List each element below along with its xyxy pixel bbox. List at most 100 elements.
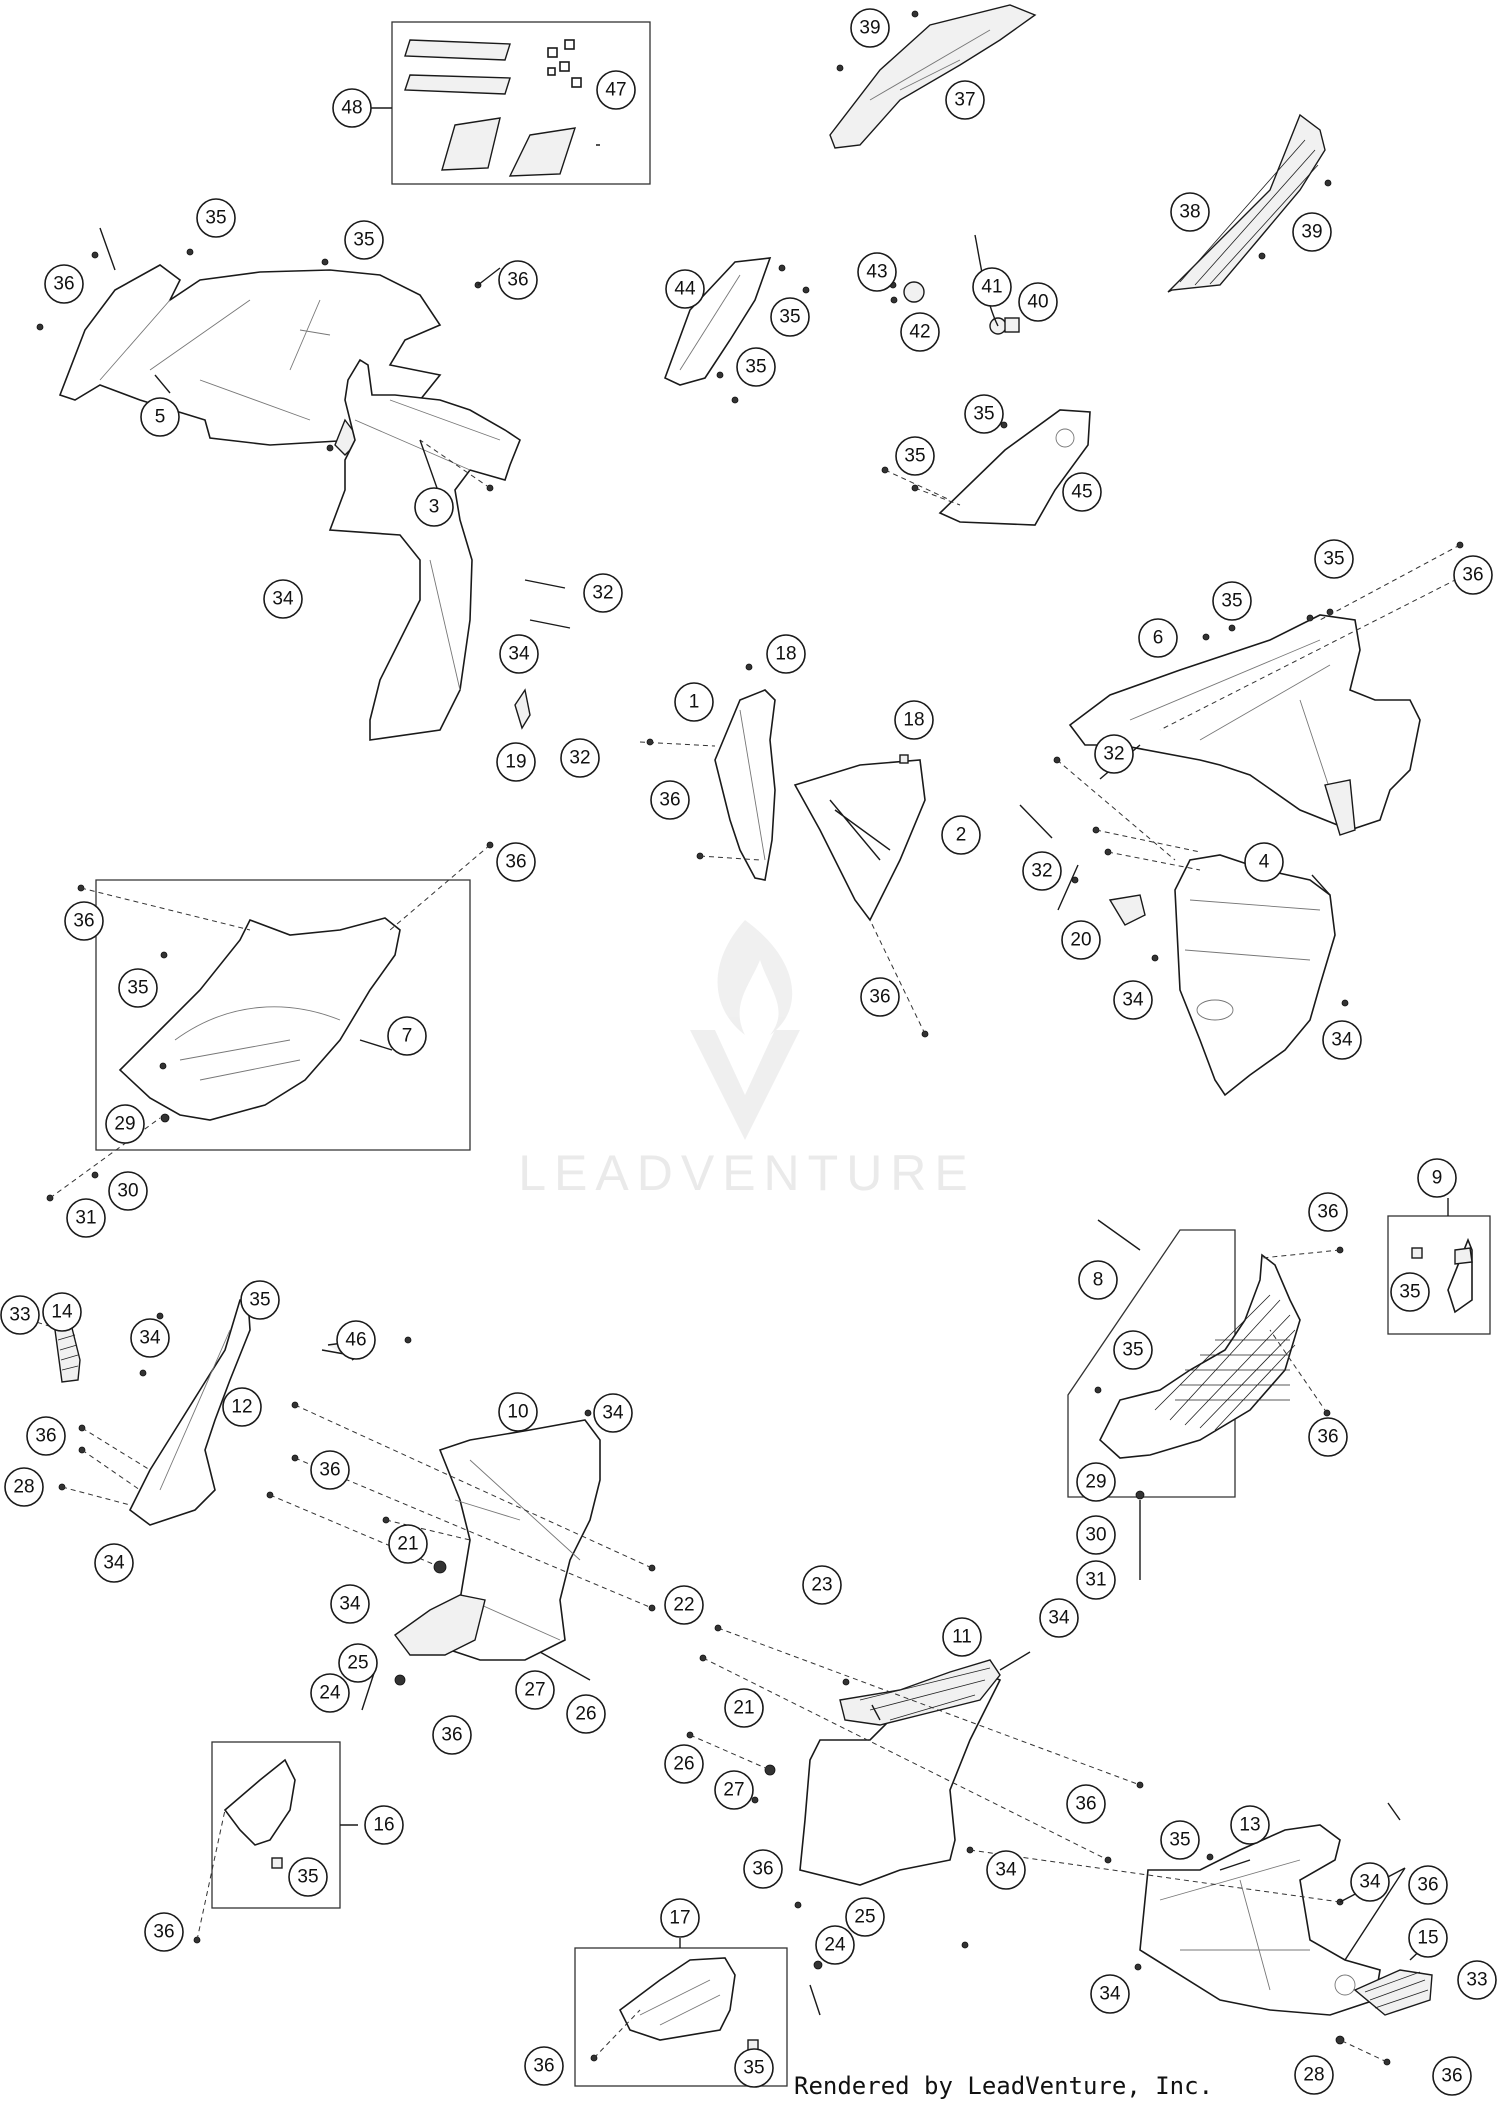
callout-46[interactable]: 46 xyxy=(336,1320,376,1360)
callout-39[interactable]: 39 xyxy=(850,8,890,48)
callout-34[interactable]: 34 xyxy=(986,1850,1026,1890)
callout-35[interactable]: 35 xyxy=(196,198,236,238)
callout-36[interactable]: 36 xyxy=(743,1849,783,1889)
callout-36[interactable]: 36 xyxy=(64,901,104,941)
callout-35[interactable]: 35 xyxy=(736,347,776,387)
callout-36[interactable]: 36 xyxy=(1308,1417,1348,1457)
callout-27[interactable]: 27 xyxy=(714,1770,754,1810)
callout-18[interactable]: 18 xyxy=(894,700,934,740)
callout-34[interactable]: 34 xyxy=(499,634,539,674)
callout-35[interactable]: 35 xyxy=(1314,539,1354,579)
callout-34[interactable]: 34 xyxy=(130,1318,170,1358)
callout-14[interactable]: 14 xyxy=(42,1292,82,1332)
callout-35[interactable]: 35 xyxy=(770,297,810,337)
callout-17[interactable]: 17 xyxy=(660,1898,700,1938)
callout-2[interactable]: 2 xyxy=(941,815,981,855)
callout-45[interactable]: 45 xyxy=(1062,472,1102,512)
callout-12[interactable]: 12 xyxy=(222,1387,262,1427)
callout-35[interactable]: 35 xyxy=(288,1857,328,1897)
callout-25[interactable]: 25 xyxy=(845,1897,885,1937)
callout-28[interactable]: 28 xyxy=(4,1467,44,1507)
callout-28[interactable]: 28 xyxy=(1294,2055,1334,2095)
callout-36[interactable]: 36 xyxy=(44,264,84,304)
callout-21[interactable]: 21 xyxy=(388,1524,428,1564)
callout-8[interactable]: 8 xyxy=(1078,1260,1118,1300)
callout-33[interactable]: 33 xyxy=(0,1295,40,1335)
callout-34[interactable]: 34 xyxy=(1113,980,1153,1020)
callout-18[interactable]: 18 xyxy=(766,634,806,674)
callout-31[interactable]: 31 xyxy=(1076,1560,1116,1600)
callout-41[interactable]: 41 xyxy=(972,267,1012,307)
callout-10[interactable]: 10 xyxy=(498,1392,538,1432)
callout-40[interactable]: 40 xyxy=(1018,282,1058,322)
callout-9[interactable]: 9 xyxy=(1417,1158,1457,1198)
callout-34[interactable]: 34 xyxy=(1350,1862,1390,1902)
callout-24[interactable]: 24 xyxy=(815,1925,855,1965)
callout-7[interactable]: 7 xyxy=(387,1016,427,1056)
callout-36[interactable]: 36 xyxy=(144,1912,184,1952)
callout-34[interactable]: 34 xyxy=(593,1393,633,1433)
callout-34[interactable]: 34 xyxy=(1090,1974,1130,2014)
callout-24[interactable]: 24 xyxy=(310,1673,350,1713)
callout-34[interactable]: 34 xyxy=(1322,1020,1362,1060)
callout-29[interactable]: 29 xyxy=(1076,1462,1116,1502)
callout-36[interactable]: 36 xyxy=(498,260,538,300)
callout-36[interactable]: 36 xyxy=(524,2046,564,2086)
callout-11[interactable]: 11 xyxy=(942,1617,982,1657)
callout-37[interactable]: 37 xyxy=(945,80,985,120)
callout-43[interactable]: 43 xyxy=(857,252,897,292)
callout-32[interactable]: 32 xyxy=(583,573,623,613)
callout-36[interactable]: 36 xyxy=(310,1450,350,1490)
callout-1[interactable]: 1 xyxy=(674,682,714,722)
callout-15[interactable]: 15 xyxy=(1408,1918,1448,1958)
callout-34[interactable]: 34 xyxy=(330,1584,370,1624)
callout-47[interactable]: 47 xyxy=(596,70,636,110)
callout-35[interactable]: 35 xyxy=(964,394,1004,434)
callout-13[interactable]: 13 xyxy=(1230,1805,1270,1845)
callout-6[interactable]: 6 xyxy=(1138,618,1178,658)
callout-26[interactable]: 26 xyxy=(664,1744,704,1784)
callout-48[interactable]: 48 xyxy=(332,88,372,128)
callout-36[interactable]: 36 xyxy=(1432,2056,1472,2096)
callout-23[interactable]: 23 xyxy=(802,1565,842,1605)
callout-35[interactable]: 35 xyxy=(734,2048,774,2088)
callout-35[interactable]: 35 xyxy=(1212,581,1252,621)
callout-26[interactable]: 26 xyxy=(566,1694,606,1734)
callout-36[interactable]: 36 xyxy=(650,780,690,820)
callout-29[interactable]: 29 xyxy=(105,1104,145,1144)
callout-34[interactable]: 34 xyxy=(263,579,303,619)
callout-42[interactable]: 42 xyxy=(900,312,940,352)
callout-39[interactable]: 39 xyxy=(1292,212,1332,252)
callout-35[interactable]: 35 xyxy=(1113,1330,1153,1370)
callout-36[interactable]: 36 xyxy=(1453,555,1493,595)
callout-44[interactable]: 44 xyxy=(665,269,705,309)
callout-36[interactable]: 36 xyxy=(1308,1192,1348,1232)
callout-22[interactable]: 22 xyxy=(664,1585,704,1625)
callout-21[interactable]: 21 xyxy=(724,1688,764,1728)
callout-35[interactable]: 35 xyxy=(1390,1272,1430,1312)
callout-36[interactable]: 36 xyxy=(1408,1865,1448,1905)
callout-35[interactable]: 35 xyxy=(895,436,935,476)
callout-32[interactable]: 32 xyxy=(560,738,600,778)
callout-16[interactable]: 16 xyxy=(364,1805,404,1845)
callout-36[interactable]: 36 xyxy=(860,977,900,1017)
callout-30[interactable]: 30 xyxy=(1076,1515,1116,1555)
callout-35[interactable]: 35 xyxy=(344,220,384,260)
callout-3[interactable]: 3 xyxy=(414,487,454,527)
callout-36[interactable]: 36 xyxy=(432,1715,472,1755)
callout-5[interactable]: 5 xyxy=(140,397,180,437)
callout-36[interactable]: 36 xyxy=(1066,1784,1106,1824)
callout-32[interactable]: 32 xyxy=(1022,851,1062,891)
callout-34[interactable]: 34 xyxy=(1039,1598,1079,1638)
callout-27[interactable]: 27 xyxy=(515,1670,555,1710)
callout-36[interactable]: 36 xyxy=(26,1416,66,1456)
callout-32[interactable]: 32 xyxy=(1094,734,1134,774)
callout-31[interactable]: 31 xyxy=(66,1198,106,1238)
callout-33[interactable]: 33 xyxy=(1457,1960,1497,2000)
callout-36[interactable]: 36 xyxy=(496,842,536,882)
callout-34[interactable]: 34 xyxy=(94,1543,134,1583)
callout-38[interactable]: 38 xyxy=(1170,192,1210,232)
callout-35[interactable]: 35 xyxy=(240,1280,280,1320)
callout-35[interactable]: 35 xyxy=(118,968,158,1008)
callout-19[interactable]: 19 xyxy=(496,742,536,782)
